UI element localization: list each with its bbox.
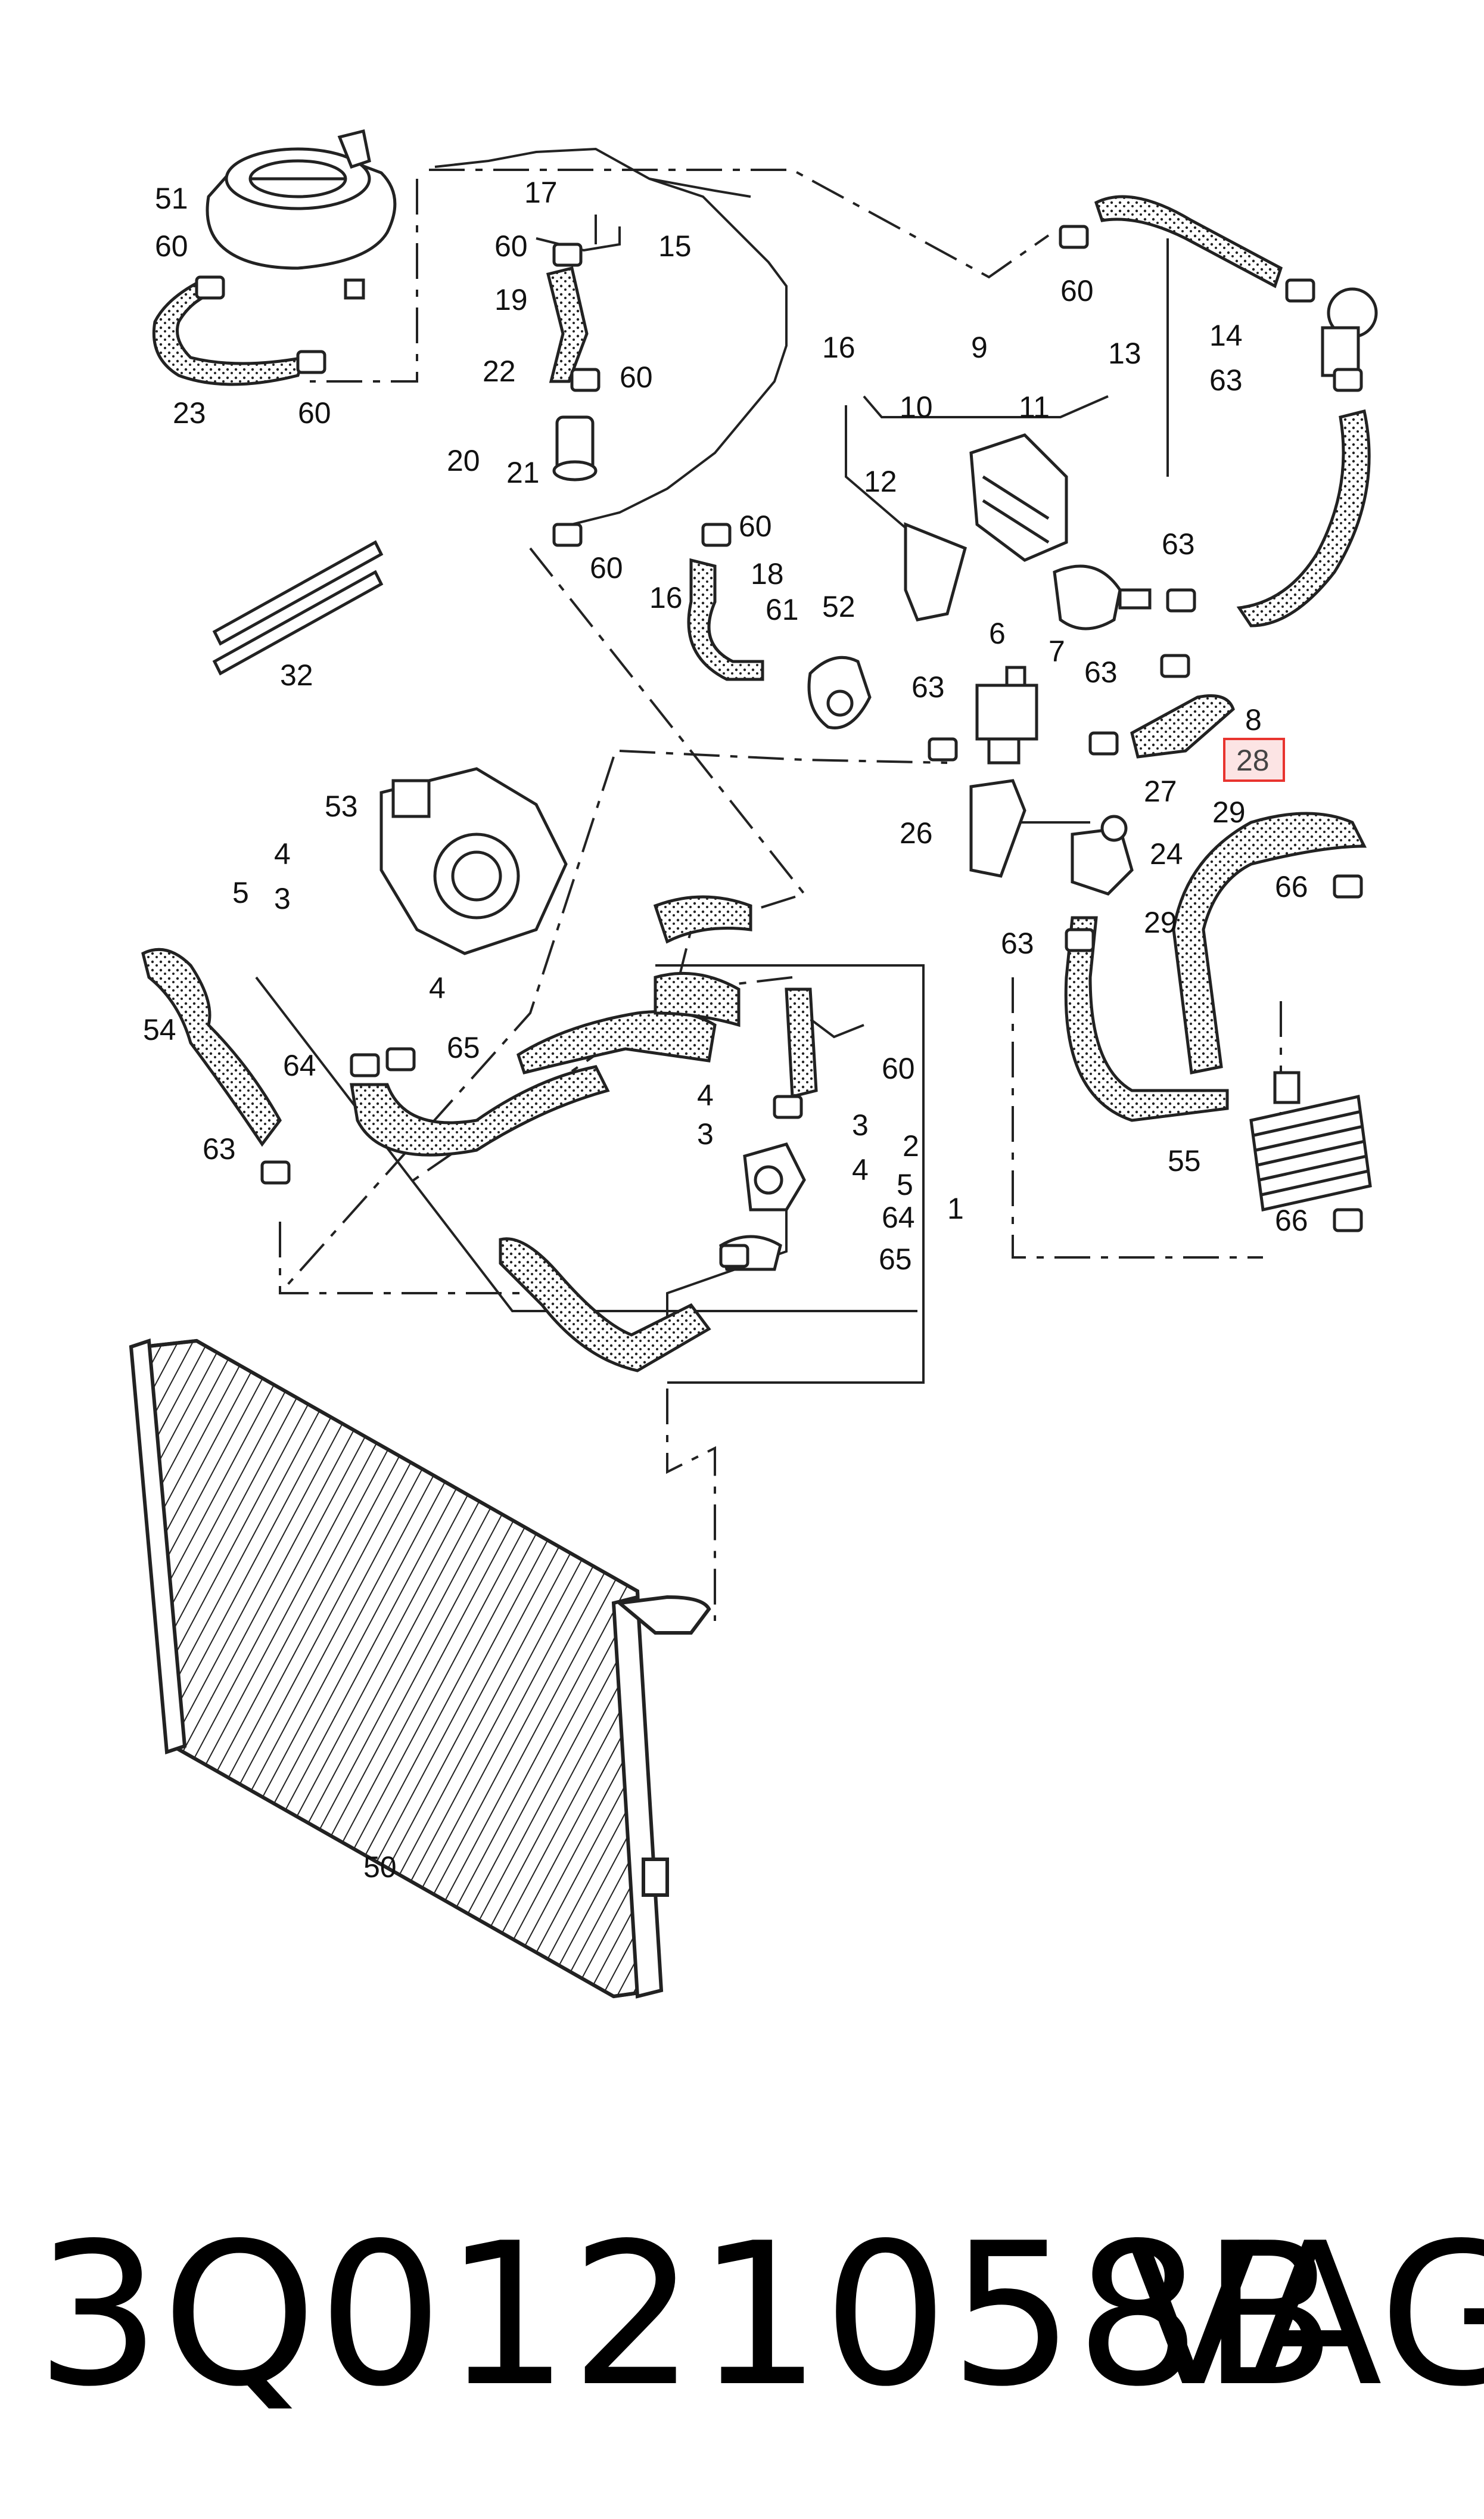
callout-65: 65 [879,1243,912,1276]
callout-60: 60 [155,229,188,263]
callout-65: 65 [447,1031,480,1064]
callout-19: 19 [494,283,528,316]
callout-1: 1 [947,1192,964,1225]
callout-8: 8 [1245,703,1262,737]
hose-23 [152,278,306,386]
expansion-tank [206,129,397,300]
callout-26: 26 [900,816,933,850]
callout-labels: 51 60 23 60 17 60 15 19 22 60 20 21 16 6… [143,176,1308,1884]
callout-60: 60 [1060,274,1094,308]
callout-32: 32 [280,659,313,692]
callout-50: 50 [363,1850,397,1884]
callout-11: 11 [1019,390,1050,424]
hose-54 [141,948,282,1147]
hose-13 [1094,195,1371,628]
callout-64: 64 [283,1049,316,1082]
hose-18 [687,558,764,681]
callout-21: 21 [506,456,540,489]
aux-pump-11 [969,433,1152,630]
callout-10: 10 [900,390,933,424]
callout-63: 63 [1084,656,1118,689]
callout-60: 60 [298,396,331,430]
oil-cooler-55 [1249,1071,1372,1212]
callout-63: 63 [911,670,945,704]
callout-60: 60 [620,361,653,394]
callout-4: 4 [852,1153,869,1186]
callout-3: 3 [274,882,291,915]
callout-63: 63 [203,1132,236,1166]
radiator-50 [129,1338,711,1999]
highlight-box [1223,738,1285,782]
callout-3: 3 [852,1108,869,1142]
callout-60: 60 [739,510,772,543]
hose-8 [1130,694,1235,759]
callout-15: 15 [658,229,692,263]
sensor-6 [975,666,1038,765]
callout-66: 66 [1275,1204,1308,1237]
callout-16: 16 [822,331,855,364]
callout-63: 63 [1001,927,1034,960]
callout-28: 28 [1236,744,1270,777]
hose-28 [1064,812,1367,1122]
hose-radiator [499,895,752,1372]
callout-23: 23 [173,396,206,430]
connector-14 [1321,287,1378,377]
callout-53: 53 [325,790,358,823]
valve-52 [807,656,872,729]
callout-27: 27 [1144,775,1177,808]
callout-60: 60 [494,229,528,263]
coolant-pump-53 [379,767,568,955]
callout-60: 60 [882,1052,915,1085]
callout-20: 20 [447,444,480,477]
callout-6: 6 [989,617,1006,650]
callout-12: 12 [864,465,897,498]
bracket-26 [969,779,1026,878]
callout-22: 22 [483,355,516,388]
cable-ties-32 [212,540,384,676]
callout-54: 54 [143,1013,176,1046]
callout-7: 7 [1049,635,1065,668]
callout-55: 55 [1168,1144,1201,1178]
callout-18: 18 [751,557,784,591]
callout-60: 60 [590,551,623,585]
callout-9: 9 [971,331,988,364]
callout-5: 5 [232,876,249,909]
callout-3: 3 [697,1117,714,1151]
valve-24 [1071,815,1134,896]
callout-61: 61 [766,593,799,626]
callout-24: 24 [1150,837,1183,871]
part-number: 3Q0121058B [36,2201,1338,2430]
callout-2: 2 [903,1129,919,1163]
callout-64: 64 [882,1201,915,1234]
callout-4: 4 [429,971,446,1005]
callout-51: 51 [155,182,188,215]
callout-16: 16 [649,581,683,614]
callout-4: 4 [274,837,291,871]
bracket-10 [904,522,967,622]
callout-17: 17 [524,176,558,209]
callout-14: 14 [1209,319,1243,352]
hose-clips [195,225,1363,1268]
valve-20 [552,415,598,482]
callout-5: 5 [897,1168,913,1201]
callout-52: 52 [822,590,855,623]
callout-66: 66 [1275,870,1308,903]
callout-29: 29 [1144,906,1177,939]
thin-lines [255,147,1169,1384]
callout-29: 29 [1212,796,1246,829]
callout-63: 63 [1209,364,1243,397]
callout-4: 4 [697,1079,714,1112]
callout-13: 13 [1108,337,1141,370]
brand-name: VAG [1126,2201,1484,2430]
hose-19 [546,266,589,383]
callout-63: 63 [1162,527,1195,561]
hose-lower [350,971,818,1157]
